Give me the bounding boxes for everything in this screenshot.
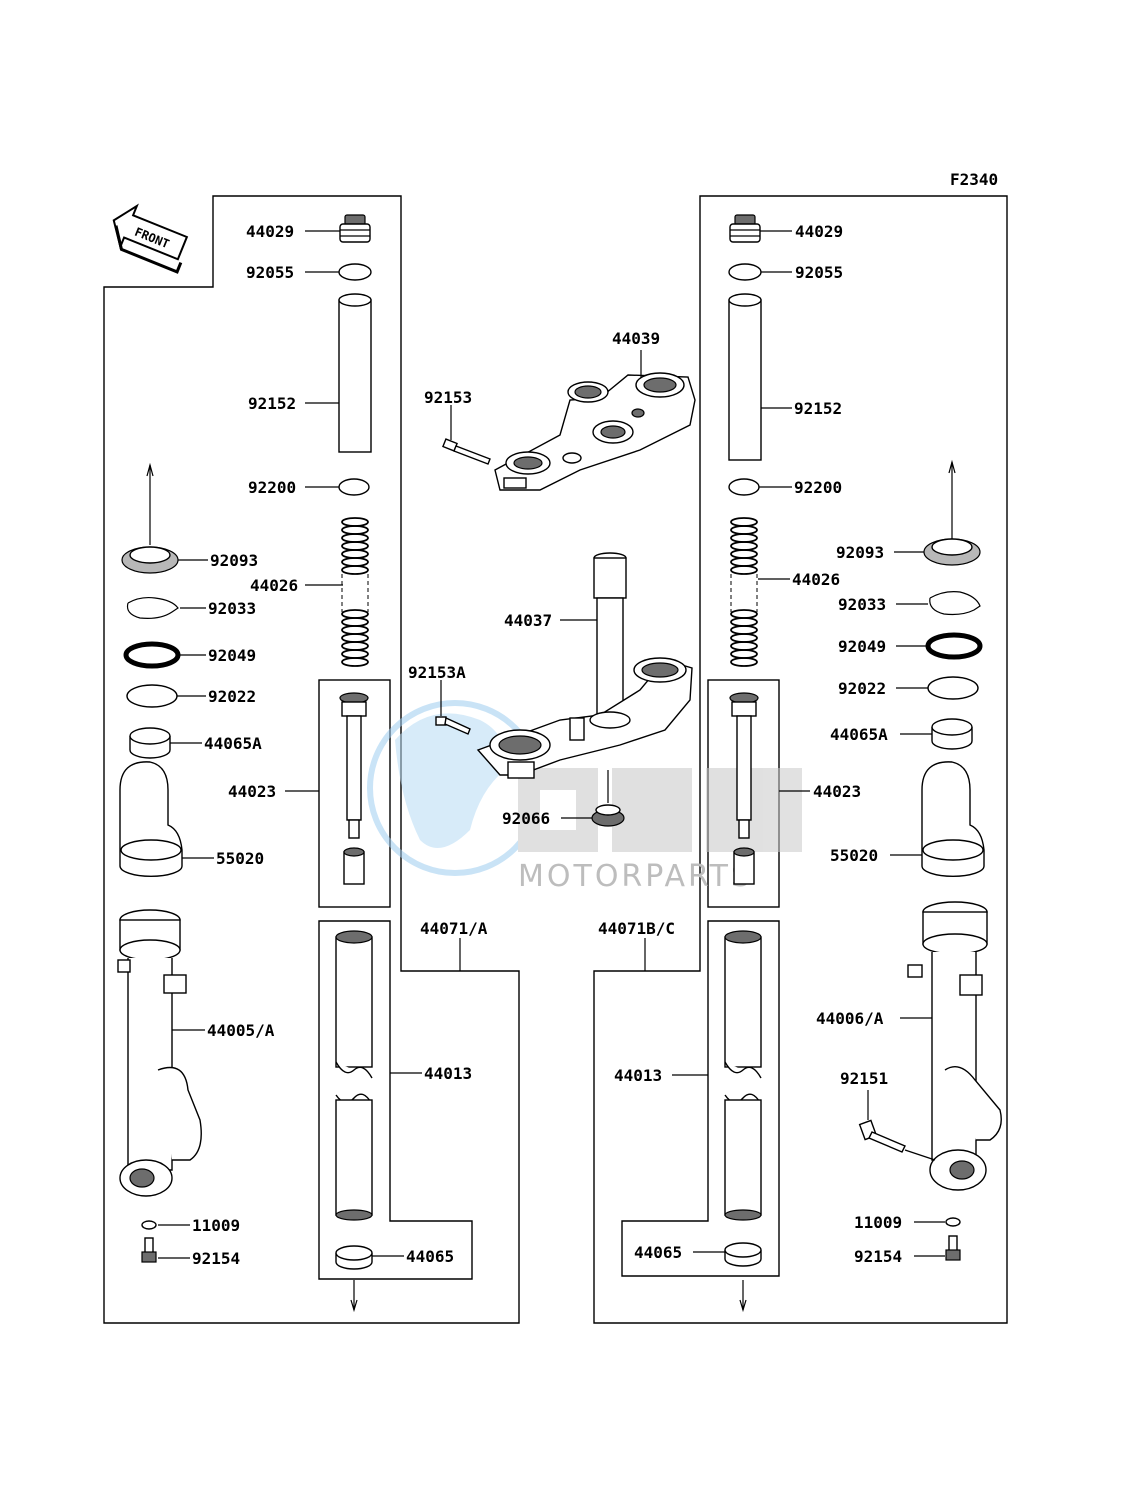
left-bushing-44065 [335, 1245, 373, 1270]
label-92022-left: 92022 [208, 687, 256, 706]
label-44026-right: 44026 [792, 570, 840, 589]
label-44023-left: 44023 [228, 782, 276, 801]
bolt-92153a [435, 716, 471, 735]
upper-bracket-44039 [494, 372, 696, 491]
label-44005a-left: 44005/A [207, 1021, 275, 1040]
right-fork-guard-55020 [921, 761, 985, 878]
left-inner-tube-box [318, 920, 473, 1280]
left-washer-92200 [338, 478, 370, 496]
label-92153a: 92153A [408, 663, 466, 682]
label-44026-left: 44026 [250, 576, 298, 595]
label-44065-right: 44065 [634, 1243, 682, 1262]
right-bushing-44065a [931, 718, 973, 750]
label-11009-right: 11009 [854, 1213, 902, 1232]
bolt-92153 [442, 438, 491, 465]
label-92151-right: 92151 [840, 1069, 888, 1088]
right-gasket-11009 [945, 1217, 961, 1227]
left-bolt-92154 [141, 1237, 157, 1263]
label-92049-right: 92049 [838, 637, 886, 656]
left-o-ring-92055 [338, 263, 372, 281]
left-outer-tube-44005a [117, 909, 202, 1197]
label-44039: 44039 [612, 329, 660, 348]
left-collar-92152 [338, 293, 372, 453]
right-inner-tube-box [621, 920, 780, 1277]
label-92154-right: 92154 [854, 1247, 902, 1266]
left-gasket-11009 [141, 1220, 157, 1230]
right-bushing-44065 [724, 1242, 762, 1267]
right-bolt-92151 [858, 1119, 906, 1153]
label-44029-right: 44029 [795, 222, 843, 241]
label-92200-right: 92200 [794, 478, 842, 497]
label-92055-left: 92055 [246, 263, 294, 282]
watermark-logo [367, 700, 802, 876]
label-92022-right: 92022 [838, 679, 886, 698]
label-92033-right: 92033 [838, 595, 886, 614]
label-92055-right: 92055 [795, 263, 843, 282]
right-assembly-frame [593, 195, 1008, 1324]
label-92033-left: 92033 [208, 599, 256, 618]
label-44065a-left: 44065A [204, 734, 262, 753]
front-arrow-icon: FRONT [112, 203, 189, 274]
right-fork-spring-44026 [730, 517, 758, 667]
right-cylinder-44023 [729, 692, 759, 885]
left-oil-seal-92093 [121, 546, 179, 574]
label-44013-right: 44013 [614, 1066, 662, 1085]
right-collar-92152 [728, 293, 762, 461]
label-92049-left: 92049 [208, 646, 256, 665]
left-fork-spring-44026 [341, 517, 369, 667]
right-washer-92022 [927, 676, 979, 700]
figure-code: F2340 [950, 170, 998, 189]
left-fork-guard-55020 [119, 761, 183, 878]
label-92152-right: 92152 [794, 399, 842, 418]
steering-stem-44037 [476, 552, 693, 779]
label-44013-left: 44013 [424, 1064, 472, 1083]
right-circlip-92033 [929, 591, 981, 616]
label-92154-left: 92154 [192, 1249, 240, 1268]
label-44006a-right: 44006/A [816, 1009, 884, 1028]
label-44071bc: 44071B/C [598, 919, 675, 938]
seal-92066 [591, 804, 625, 827]
left-washer-92022 [126, 684, 178, 708]
left-cartridge-box [318, 679, 391, 908]
left-circlip-92033 [126, 596, 179, 619]
watermark-text: MOTORPARTS [518, 859, 753, 894]
right-oil-seal-92049 [925, 632, 983, 660]
right-outer-tube-44006a [907, 901, 1002, 1191]
label-92093-right: 92093 [836, 543, 884, 562]
label-44023-right: 44023 [813, 782, 861, 801]
left-oil-seal-92049 [123, 641, 181, 669]
label-44065-left: 44065 [406, 1247, 454, 1266]
label-44037: 44037 [504, 611, 552, 630]
label-44071a: 44071/A [420, 919, 488, 938]
label-92200-left: 92200 [248, 478, 296, 497]
left-assembly-frame [103, 195, 520, 1324]
label-44029-left: 44029 [246, 222, 294, 241]
right-washer-92200 [728, 478, 760, 496]
label-92152-left: 92152 [248, 394, 296, 413]
label-92093-left: 92093 [210, 551, 258, 570]
label-44065a-right: 44065A [830, 725, 888, 744]
right-bolt-92154 [945, 1235, 961, 1261]
label-55020-right: 55020 [830, 846, 878, 865]
left-bushing-44065a [129, 727, 171, 759]
right-oil-seal-92093 [923, 538, 981, 566]
right-fork-cap-bolt-44029 [729, 214, 761, 243]
label-11009-left: 11009 [192, 1216, 240, 1235]
label-55020-left: 55020 [216, 849, 264, 868]
left-inner-tube-44013 [335, 930, 373, 1221]
label-92153: 92153 [424, 388, 472, 407]
right-inner-tube-44013 [724, 930, 762, 1221]
label-92066: 92066 [502, 809, 550, 828]
left-fork-cap-bolt-44029 [339, 214, 371, 243]
left-cylinder-44023 [339, 692, 369, 885]
right-o-ring-92055 [728, 263, 762, 281]
